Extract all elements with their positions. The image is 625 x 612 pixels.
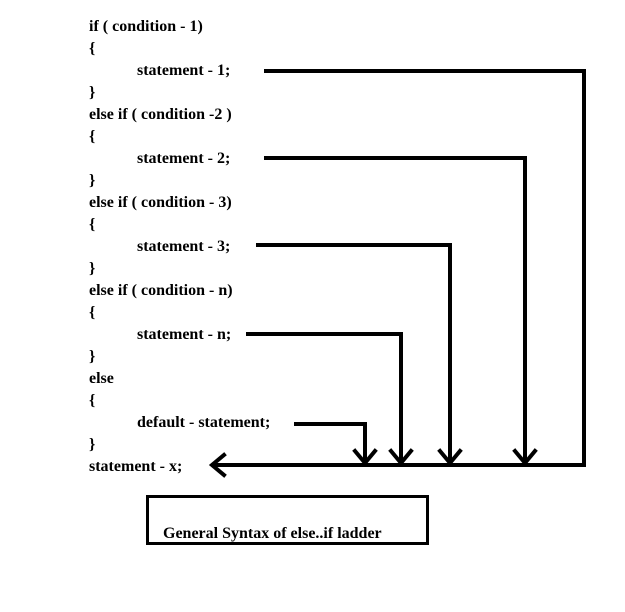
statement-2: statement - 2; [137, 150, 231, 167]
if-condition-1: if ( condition - 1) [89, 18, 203, 35]
flow-line-statement-1 [212, 69, 586, 467]
default-statement: default - statement; [137, 414, 271, 431]
flow-line-default [294, 422, 367, 464]
open-brace-n: { [89, 304, 96, 321]
close-brace-n: } [89, 348, 96, 365]
open-brace-else: { [89, 392, 96, 409]
open-brace-1: { [89, 40, 96, 57]
else-if-condition-3: else if ( condition - 3) [89, 194, 232, 211]
flow-line-statement-2 [264, 156, 527, 464]
caption-box: General Syntax of else..if ladder [146, 495, 429, 545]
statement-1: statement - 1; [137, 62, 231, 79]
close-brace-2: } [89, 172, 96, 189]
arrowhead-statement-x [208, 452, 227, 478]
statement-n: statement - n; [137, 326, 232, 343]
caption-text: General Syntax of else..if ladder [163, 525, 382, 542]
close-brace-3: } [89, 260, 96, 277]
else-if-condition-2: else if ( condition -2 ) [89, 106, 232, 123]
statement-x: statement - x; [89, 458, 183, 475]
arrowhead-default [352, 448, 378, 467]
close-brace-1: } [89, 84, 96, 101]
open-brace-3: { [89, 216, 96, 233]
arrowhead-statement-3 [437, 448, 463, 467]
flow-line-statement-n [246, 332, 403, 464]
else-if-condition-n: else if ( condition - n) [89, 282, 233, 299]
arrowhead-statement-n [388, 448, 414, 467]
open-brace-2: { [89, 128, 96, 145]
else-keyword: else [89, 370, 114, 387]
flow-line-statement-3 [256, 243, 452, 464]
close-brace-else: } [89, 436, 96, 453]
statement-3: statement - 3; [137, 238, 231, 255]
arrowhead-statement-2 [512, 448, 538, 467]
